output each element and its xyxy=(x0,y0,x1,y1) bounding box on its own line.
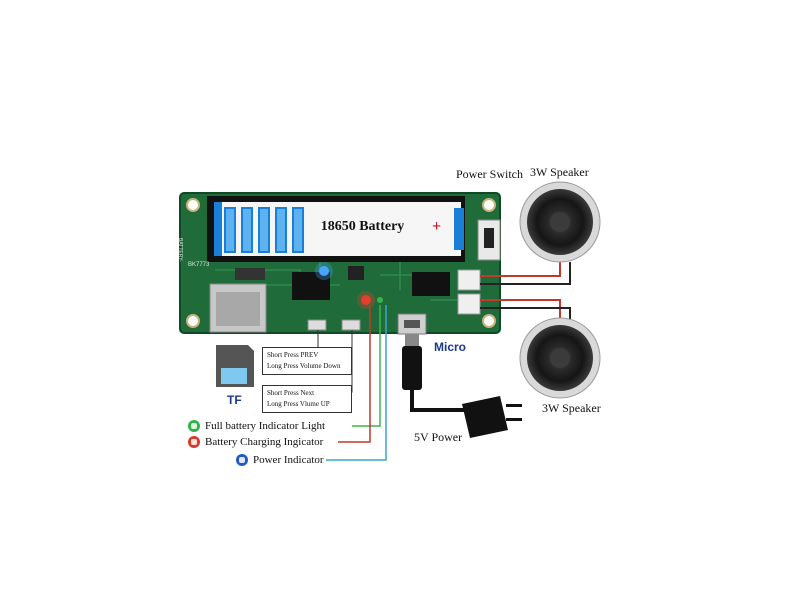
battery-level-bars xyxy=(224,207,304,253)
legend-charging: Battery Charging Ingicator xyxy=(188,436,323,448)
prev-line1: Short Press PREV xyxy=(267,351,319,359)
mount-hole xyxy=(482,198,496,212)
prev-button xyxy=(307,319,327,331)
micro-usb-port xyxy=(397,313,427,335)
speaker-bottom-label: 3W Speaker xyxy=(542,401,601,415)
prev-callout: Short Press PREV Long Press Volume Down xyxy=(262,347,352,375)
power-switch xyxy=(477,219,501,261)
board-code: BK7773 xyxy=(188,262,210,268)
red-led-icon xyxy=(188,436,200,448)
mount-hole xyxy=(186,314,200,328)
speaker-wires xyxy=(480,262,571,320)
mount-hole xyxy=(482,314,496,328)
next-line1: Short Press Next xyxy=(267,389,315,397)
usb-cable xyxy=(402,334,468,412)
mount-hole xyxy=(186,198,200,212)
battery-holder xyxy=(207,196,465,262)
prev-line2: Long Press Volume Down xyxy=(267,362,341,370)
next-callout: Short Press Next Long Press Vlume UP xyxy=(262,385,352,413)
ic-chips xyxy=(235,266,450,300)
speaker-top xyxy=(519,181,601,263)
tf-card-slot xyxy=(209,283,267,333)
power-switch-label: Power Switch xyxy=(456,167,523,181)
green-led-icon xyxy=(188,420,200,432)
speaker-top-label: 3W Speaker xyxy=(530,165,589,179)
battery-label: 18650 Battery xyxy=(320,219,405,234)
legend-charging-label: Battery Charging Ingicator xyxy=(205,436,324,448)
battery-neg-marking: BATTERY- xyxy=(177,238,183,262)
blue-led-icon xyxy=(236,454,248,466)
power-adapter xyxy=(462,396,522,438)
legend-power-label: Power Indicator xyxy=(253,454,324,466)
power-5v-label: 5V Power xyxy=(414,430,463,444)
legend-power: Power Indicator xyxy=(236,454,324,466)
next-line2: Long Press Vlume UP xyxy=(267,400,330,408)
speaker-bottom xyxy=(519,317,601,399)
legend-full-battery-label: Full battery Indicator Light xyxy=(205,420,326,432)
green-led xyxy=(377,297,383,303)
tf-card-icon xyxy=(216,345,254,387)
next-button xyxy=(341,319,361,331)
battery-polarity-mark: + xyxy=(432,218,442,235)
micro-label: Micro xyxy=(434,340,467,354)
red-led xyxy=(361,295,371,305)
tf-label: TF xyxy=(227,393,242,407)
blue-led xyxy=(319,266,329,276)
legend-full-battery: Full battery Indicator Light xyxy=(188,420,325,432)
speaker-connectors xyxy=(457,269,481,315)
